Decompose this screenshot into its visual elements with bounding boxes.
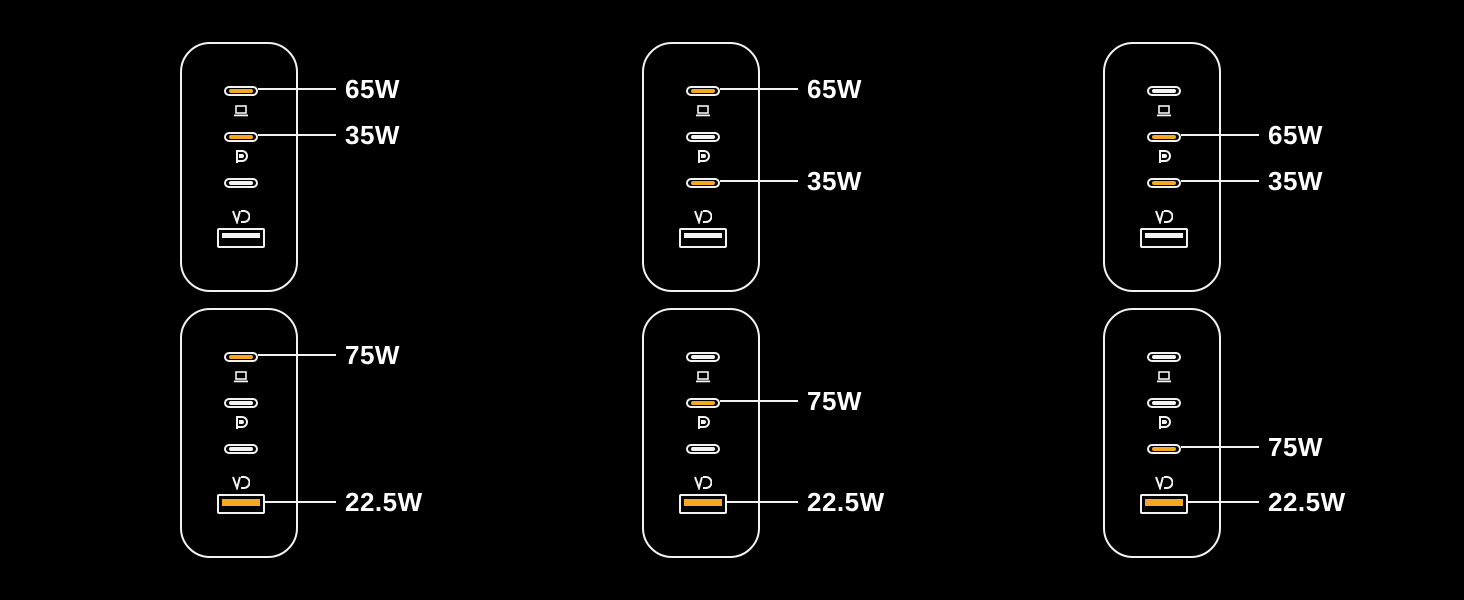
usb-a-port (1140, 228, 1188, 248)
usb-c-port-1 (224, 352, 258, 362)
leader-line (1188, 501, 1259, 503)
charger-c3 (1103, 42, 1221, 292)
laptop-icon (1157, 370, 1171, 388)
leader-line (258, 354, 336, 356)
laptop-icon (696, 370, 710, 388)
usb-c-port-3 (686, 444, 720, 454)
leader-line (1181, 134, 1259, 136)
usb-c-port-2 (224, 132, 258, 142)
pd-icon (1157, 150, 1171, 169)
leader-line (720, 180, 798, 182)
laptop-icon (1157, 104, 1171, 122)
usb-a-port (217, 228, 265, 248)
leader-line (720, 88, 798, 90)
power-label: 22.5W (1268, 487, 1346, 517)
usb-a-port (679, 228, 727, 248)
charger-c2 (642, 42, 760, 292)
usb-c-port-3 (1147, 444, 1181, 454)
power-label: 22.5W (345, 487, 423, 517)
usb-a-port (1140, 494, 1188, 514)
power-label: 75W (1268, 432, 1323, 462)
leader-line (265, 501, 336, 503)
leader-line (258, 88, 336, 90)
usb-c-port-1 (1147, 352, 1181, 362)
leader-line (1181, 446, 1259, 448)
leader-line (720, 400, 798, 402)
power-label: 22.5W (807, 487, 885, 517)
usb-a-port (217, 494, 265, 514)
usb-c-port-2 (686, 132, 720, 142)
power-label: 65W (1268, 120, 1323, 150)
charger-c1 (180, 42, 298, 292)
usb-c-port-1 (686, 86, 720, 96)
power-label: 65W (807, 74, 862, 104)
charger-c4 (180, 308, 298, 558)
usb-c-port-1 (224, 86, 258, 96)
vd-icon (232, 210, 251, 229)
usb-c-port-3 (224, 444, 258, 454)
vd-icon (694, 476, 713, 495)
vd-icon (1155, 476, 1174, 495)
pd-icon (234, 150, 248, 169)
usb-c-port-1 (686, 352, 720, 362)
power-label: 75W (345, 340, 400, 370)
laptop-icon (696, 104, 710, 122)
usb-c-port-3 (1147, 178, 1181, 188)
leader-line (1181, 180, 1259, 182)
usb-c-port-2 (224, 398, 258, 408)
power-label: 75W (807, 386, 862, 416)
vd-icon (232, 476, 251, 495)
usb-c-port-3 (224, 178, 258, 188)
leader-line (727, 501, 798, 503)
pd-icon (696, 150, 710, 169)
usb-c-port-3 (686, 178, 720, 188)
usb-c-port-2 (686, 398, 720, 408)
power-label: 35W (807, 166, 862, 196)
power-label: 35W (1268, 166, 1323, 196)
vd-icon (1155, 210, 1174, 229)
charger-c6 (1103, 308, 1221, 558)
power-label: 35W (345, 120, 400, 150)
charger-c5 (642, 308, 760, 558)
usb-c-port-2 (1147, 132, 1181, 142)
leader-line (258, 134, 336, 136)
power-label: 65W (345, 74, 400, 104)
pd-icon (234, 416, 248, 435)
laptop-icon (234, 370, 248, 388)
laptop-icon (234, 104, 248, 122)
usb-a-port (679, 494, 727, 514)
pd-icon (696, 416, 710, 435)
usb-c-port-2 (1147, 398, 1181, 408)
usb-c-port-1 (1147, 86, 1181, 96)
vd-icon (694, 210, 713, 229)
pd-icon (1157, 416, 1171, 435)
